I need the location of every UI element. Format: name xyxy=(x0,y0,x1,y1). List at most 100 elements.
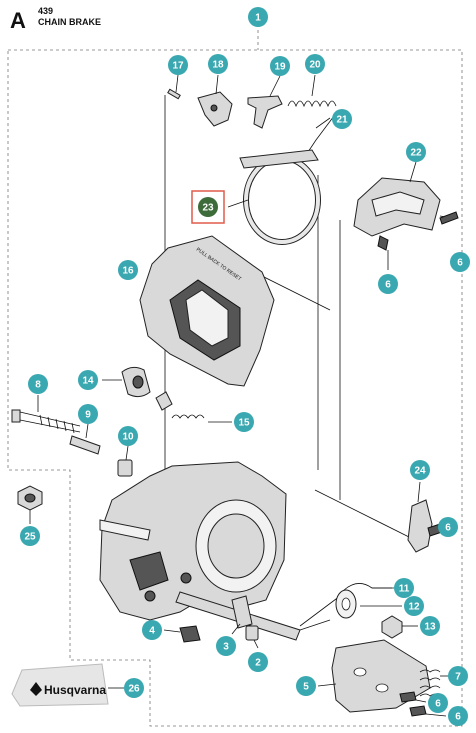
callout-22: 22 xyxy=(406,142,426,162)
callout-circle xyxy=(296,676,316,696)
callout-23: 23 xyxy=(191,190,225,224)
part-small-lever xyxy=(407,481,433,553)
callout-label: 15 xyxy=(238,418,250,429)
screw-6-bottom-a xyxy=(399,691,427,703)
callout-circle xyxy=(248,7,268,27)
callout-label: 22 xyxy=(410,148,422,159)
callout-26: 26 xyxy=(124,678,144,698)
part-clutch-cover xyxy=(99,461,287,621)
section-letter: A xyxy=(10,8,26,33)
callout-17: 17 xyxy=(168,55,188,75)
part-brake-band xyxy=(227,149,321,245)
callout-circle xyxy=(198,197,218,217)
husqvarna-crown-icon xyxy=(30,682,42,696)
part-screw-4 xyxy=(163,625,201,643)
callout-circle xyxy=(142,620,162,640)
screw-6-bottom-b xyxy=(409,705,447,717)
callout-label: 14 xyxy=(82,376,94,387)
callout-label: 5 xyxy=(303,682,309,693)
part-wire-spring xyxy=(299,583,394,627)
callout-circle xyxy=(234,412,254,432)
callout-circle xyxy=(20,526,40,546)
part-washer xyxy=(335,589,402,619)
callout-label: 1 xyxy=(255,13,261,24)
callout-14: 14 xyxy=(78,370,98,390)
callout-circle xyxy=(450,252,470,272)
callout-label: 6 xyxy=(435,699,441,710)
callout-label: 12 xyxy=(408,602,420,613)
callout-20: 20 xyxy=(305,54,325,74)
callout-label: 24 xyxy=(414,466,426,477)
callout-circle xyxy=(118,426,138,446)
callout-label: 18 xyxy=(212,60,224,71)
callout-5: 5 xyxy=(296,676,316,696)
callout-circle xyxy=(124,678,144,698)
screw-6-mid xyxy=(377,235,389,270)
callout-circle xyxy=(378,274,398,294)
callout-15: 15 xyxy=(234,412,254,432)
callout-label: 11 xyxy=(399,584,410,595)
part-guide-plate xyxy=(317,639,431,713)
callout-circle xyxy=(118,260,138,280)
callout-circle xyxy=(448,706,468,726)
callout-circle xyxy=(248,652,268,672)
callout-circle xyxy=(216,636,236,656)
part-pin xyxy=(167,74,181,100)
callout-circle xyxy=(438,517,458,537)
callout-circle xyxy=(410,460,430,480)
callout-label: 20 xyxy=(309,60,321,71)
part-hook xyxy=(307,115,335,153)
callout-6d: 6 xyxy=(428,693,448,713)
part-small-spring xyxy=(155,391,232,423)
callout-6e: 6 xyxy=(448,706,468,726)
callout-label: 6 xyxy=(445,523,451,534)
callout-8: 8 xyxy=(28,374,48,394)
callout-7: 7 xyxy=(448,666,468,686)
callout-circle xyxy=(448,666,468,686)
callout-16: 16 xyxy=(118,260,138,280)
callout-label: 8 xyxy=(35,380,41,391)
callout-circle xyxy=(406,142,426,162)
callout-label: 7 xyxy=(455,672,461,683)
callout-label: 4 xyxy=(149,626,155,637)
part-nut-13 xyxy=(381,615,418,639)
callout-label: 17 xyxy=(172,61,184,72)
callout-6a: 6 xyxy=(450,252,470,272)
callout-18: 18 xyxy=(208,54,228,74)
part-bracket xyxy=(353,161,453,237)
callout-21: 21 xyxy=(332,109,352,129)
callout-label: 9 xyxy=(85,410,91,421)
callout-label: 19 xyxy=(274,62,286,73)
callout-circle xyxy=(78,404,98,424)
callout-label: 2 xyxy=(255,658,261,669)
callout-label: 3 xyxy=(223,642,229,653)
callout-6b: 6 xyxy=(378,274,398,294)
callout-label: 6 xyxy=(455,712,461,723)
callout-2: 2 xyxy=(248,652,268,672)
callout-circle xyxy=(428,693,448,713)
callout-13: 13 xyxy=(420,616,440,636)
callout-circle xyxy=(78,370,98,390)
screw-6-top xyxy=(439,211,459,225)
callout-label: 16 xyxy=(122,266,134,277)
callout-circle xyxy=(394,578,414,598)
callout-label: 6 xyxy=(457,258,463,269)
callout-1: 1 xyxy=(248,7,268,27)
callout-12: 12 xyxy=(404,596,424,616)
callout-25: 25 xyxy=(20,526,40,546)
callout-6c: 6 xyxy=(438,517,458,537)
callout-label: 6 xyxy=(385,280,391,291)
callout-label: 23 xyxy=(202,203,214,214)
callout-label: 13 xyxy=(424,622,436,633)
callout-circle xyxy=(28,374,48,394)
callout-circle xyxy=(168,55,188,75)
part-long-bolt xyxy=(11,395,81,434)
part-spring xyxy=(287,74,337,108)
callout-4: 4 xyxy=(142,620,162,640)
callout-label: 10 xyxy=(122,432,134,443)
callout-circle xyxy=(332,109,352,129)
part-decal: Husqvarna xyxy=(11,663,124,707)
callout-24: 24 xyxy=(410,460,430,480)
part-brake-lever xyxy=(197,74,233,127)
